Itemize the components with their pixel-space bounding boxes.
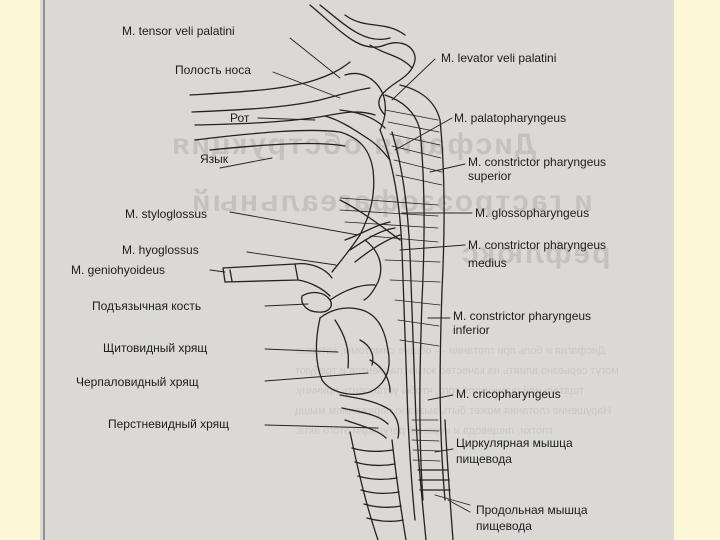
trachea xyxy=(350,432,406,540)
label-cricopharyngeus: M. cricopharyngeus xyxy=(456,388,561,401)
geniohyoid xyxy=(223,264,332,296)
label-constrictor-inferior-2: inferior xyxy=(453,324,490,337)
label-constrictor-medius-2: medius xyxy=(468,257,507,270)
hyoid xyxy=(302,285,375,312)
label-circular-muscle-2: пищевода xyxy=(456,453,512,466)
label-constrictor-medius: M. constrictor pharyngeus xyxy=(468,239,606,252)
label-glossopharyngeus: M. glossopharyngeus xyxy=(475,207,589,220)
soft-palate xyxy=(325,74,390,160)
label-constrictor-superior: M. constrictor pharyngeus xyxy=(468,156,606,169)
label-hyoglossus: M. hyoglossus xyxy=(122,244,199,257)
label-hyoid-bone: Подъязычная кость xyxy=(92,300,201,313)
label-palatopharyngeus: M. palatopharyngeus xyxy=(454,112,566,125)
esophagus xyxy=(416,420,453,540)
label-mouth: Рот xyxy=(230,112,249,125)
label-cricoid-cartilage: Перстневидный хрящ xyxy=(108,418,229,431)
pharyngeal-wall xyxy=(380,85,445,520)
label-tongue: Язык xyxy=(200,153,228,166)
label-circular-muscle: Циркулярная мышца xyxy=(456,437,573,450)
label-styloglossus: M. styloglossus xyxy=(125,208,207,221)
label-tensor-veli-palatini: M. tensor veli palatini xyxy=(122,25,235,38)
label-geniohyoideus: M. geniohyoideus xyxy=(71,264,165,277)
label-arytenoid-cartilage: Черпаловидный хрящ xyxy=(76,376,199,389)
label-constrictor-superior-2: superior xyxy=(468,170,511,183)
scanned-page: Дисфагия обструкция и гастроэзофагеальны… xyxy=(40,0,674,540)
label-constrictor-inferior: M. constrictor pharyngeus xyxy=(453,310,591,323)
laryngeal-cartilages xyxy=(340,360,399,438)
label-longitudinal-muscle-2: пищевода xyxy=(476,520,532,533)
label-thyroid-cartilage: Щитовидный хрящ xyxy=(103,342,207,355)
label-levator-veli-palatini: M. levator veli palatini xyxy=(441,52,556,65)
label-nasal-cavity: Полость носа xyxy=(175,64,251,77)
label-longitudinal-muscle: Продольная мышца xyxy=(476,504,588,517)
